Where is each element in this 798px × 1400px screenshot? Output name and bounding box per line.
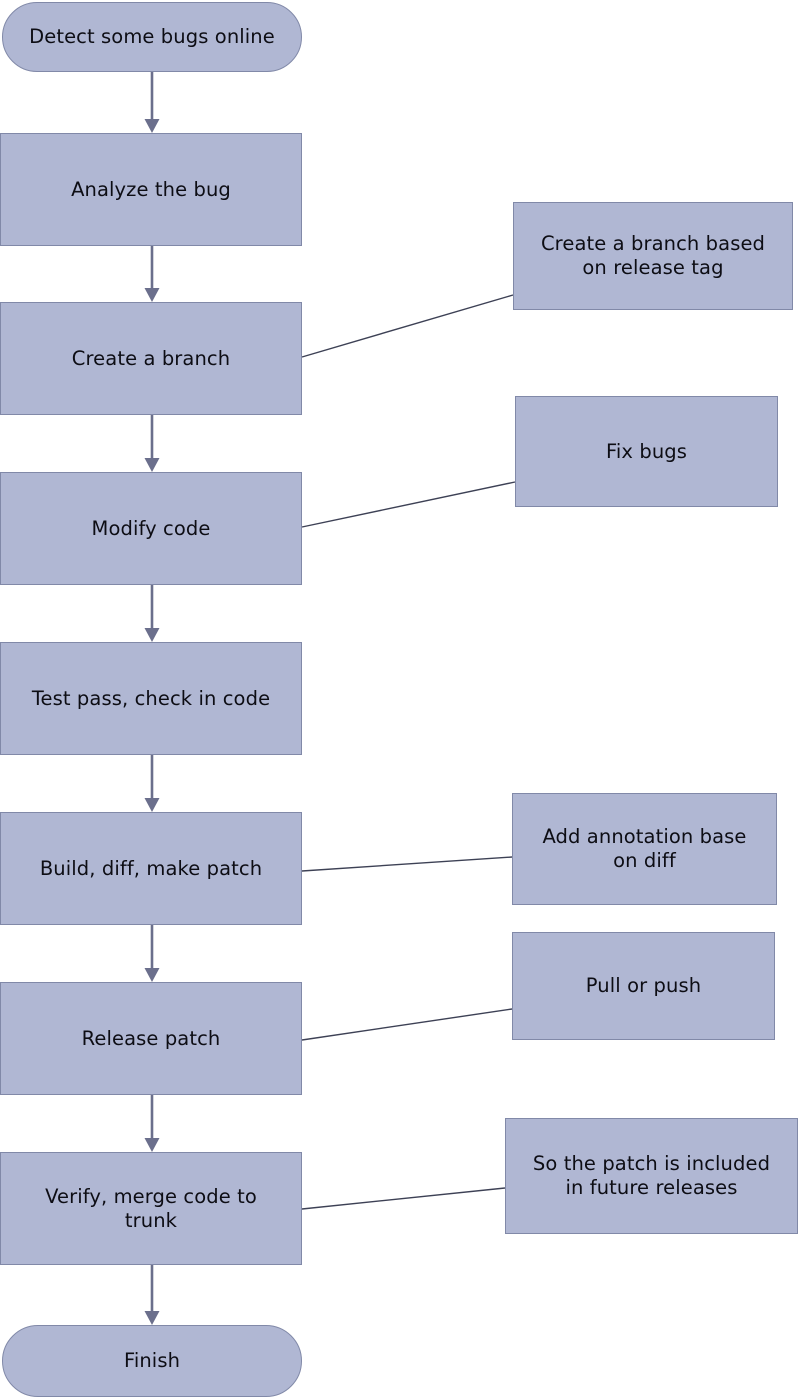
node-release-patch-label: Release patch	[81, 1026, 221, 1050]
annotation-note-create-branch[interactable]: Create a branch based on release tag	[513, 202, 793, 310]
arrow-modify-test	[144, 585, 160, 642]
annotation-note-future-releases-label: So the patch is included in future relea…	[532, 1152, 771, 1199]
arrow-verify-finish	[144, 1265, 160, 1325]
node-modify-code-label: Modify code	[91, 516, 211, 540]
link-fix-bugs-note	[301, 481, 516, 528]
annotation-note-add-annotation-label: Add annotation base on diff	[542, 825, 747, 872]
node-finish-label: Finish	[123, 1349, 181, 1373]
node-test-checkin-label: Test pass, check in code	[31, 686, 271, 710]
node-test-checkin[interactable]: Test pass, check in code	[0, 642, 302, 755]
annotation-note-create-branch-label: Create a branch based on release tag	[540, 232, 766, 279]
node-detect[interactable]: Detect some bugs online	[2, 2, 302, 72]
arrow-create-modify-head	[144, 458, 160, 472]
arrow-analyze-create	[144, 246, 160, 302]
node-verify-merge-label: Verify, merge code to trunk	[45, 1184, 257, 1232]
annotation-note-pull-push-label: Pull or push	[585, 974, 702, 998]
arrow-build-release-head	[144, 968, 160, 982]
arrow-detect-analyze-head	[144, 119, 160, 133]
node-finish[interactable]: Finish	[2, 1325, 302, 1397]
node-analyze-label: Analyze the bug	[71, 177, 231, 201]
node-verify-merge[interactable]: Verify, merge code to trunk	[0, 1152, 302, 1265]
annotation-note-future-releases[interactable]: So the patch is included in future relea…	[505, 1118, 798, 1234]
arrow-build-release	[144, 925, 160, 982]
node-analyze[interactable]: Analyze the bug	[0, 133, 302, 246]
annotation-note-add-annotation[interactable]: Add annotation base on diff	[512, 793, 777, 905]
arrow-test-build-head	[144, 798, 160, 812]
node-detect-label: Detect some bugs online	[29, 25, 275, 49]
arrow-analyze-create-head	[144, 288, 160, 302]
node-release-patch[interactable]: Release patch	[0, 982, 302, 1095]
link-create-branch-note	[301, 294, 514, 358]
arrow-detect-analyze	[144, 72, 160, 133]
arrow-verify-finish-head	[144, 1311, 160, 1325]
arrow-test-build	[144, 755, 160, 812]
link-pull-push-note	[301, 1008, 513, 1041]
node-modify-code[interactable]: Modify code	[0, 472, 302, 585]
arrow-release-verify	[144, 1095, 160, 1152]
node-create-branch-label: Create a branch	[71, 346, 231, 370]
link-add-annotation-note	[301, 856, 513, 872]
annotation-note-fix-bugs[interactable]: Fix bugs	[515, 396, 778, 507]
node-build-diff-patch[interactable]: Build, diff, make patch	[0, 812, 302, 925]
annotation-note-pull-push[interactable]: Pull or push	[512, 932, 775, 1040]
arrow-create-modify	[144, 415, 160, 472]
arrow-release-verify-head	[144, 1138, 160, 1152]
node-create-branch[interactable]: Create a branch	[0, 302, 302, 415]
arrow-modify-test-head	[144, 628, 160, 642]
node-build-diff-patch-label: Build, diff, make patch	[39, 856, 263, 880]
link-future-releases-note	[301, 1187, 506, 1210]
annotation-note-fix-bugs-label: Fix bugs	[605, 439, 688, 463]
